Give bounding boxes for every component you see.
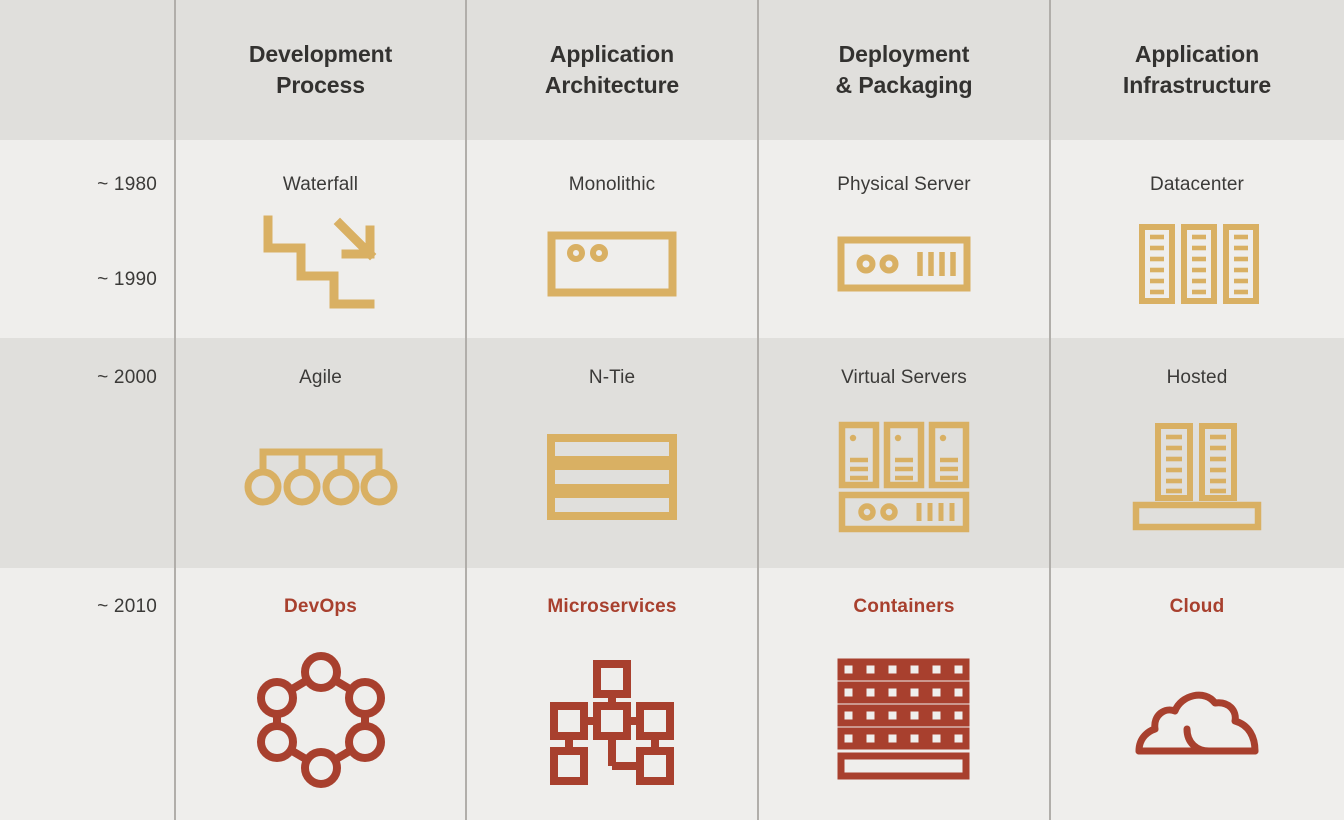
cell-virtual-servers[interactable]: Virtual Servers — [758, 338, 1050, 568]
monolith-box-icon — [466, 190, 758, 338]
header-corner-cell — [0, 0, 175, 140]
era-cell-2010s: ~ 2010 — [0, 568, 175, 820]
era-label: ~ 1980 — [97, 174, 157, 195]
cell-datacenter[interactable]: Datacenter — [1050, 140, 1344, 338]
cell-agile[interactable]: Agile — [175, 338, 466, 568]
cell-physical-server[interactable]: Physical Server — [758, 140, 1050, 338]
era-cell-1980s: ~ 1980 ~ 1990 — [0, 140, 175, 338]
hosted-racks-icon — [1050, 385, 1344, 568]
column-header-development-process: Development Process — [175, 0, 466, 140]
cell-waterfall[interactable]: Waterfall — [175, 140, 466, 338]
column-header-application-architecture: Application Architecture — [466, 0, 758, 140]
cell-label: Virtual Servers — [841, 367, 967, 388]
n-tier-layers-icon — [466, 385, 758, 568]
microservices-graph-icon — [466, 620, 758, 820]
cell-label: Microservices — [547, 596, 677, 617]
devops-hexagon-icon — [175, 620, 466, 820]
cell-label: Datacenter — [1150, 174, 1244, 195]
era-label: ~ 2010 — [97, 596, 157, 617]
cell-label: Physical Server — [837, 174, 971, 195]
era-cell-2000s: ~ 2000 — [0, 338, 175, 568]
cell-microservices[interactable]: Microservices — [466, 568, 758, 820]
column-header-label: Application Infrastructure — [1122, 41, 1272, 98]
era-label: ~ 1990 — [97, 269, 157, 290]
column-header-deployment-packaging: Deployment & Packaging — [758, 0, 1050, 140]
datacenter-racks-icon — [1050, 190, 1344, 338]
cell-label: Cloud — [1169, 596, 1225, 617]
cell-devops[interactable]: DevOps — [175, 568, 466, 820]
cell-n-tie[interactable]: N-Tie — [466, 338, 758, 568]
cell-label: Hosted — [1166, 367, 1228, 388]
containers-grid-icon — [758, 620, 1050, 820]
cell-label: Waterfall — [282, 174, 359, 195]
virtual-servers-icon — [758, 385, 1050, 568]
cell-hosted[interactable]: Hosted — [1050, 338, 1344, 568]
column-header-label: Development Process — [248, 41, 393, 98]
physical-server-icon — [758, 190, 1050, 338]
cell-label: N-Tie — [588, 367, 636, 388]
column-header-label: Deployment & Packaging — [835, 41, 973, 98]
cell-label: Agile — [299, 367, 342, 388]
waterfall-steps-icon — [175, 190, 466, 338]
column-header-label: Application Architecture — [544, 41, 680, 98]
cloud-icon — [1050, 620, 1344, 820]
cell-containers[interactable]: Containers — [758, 568, 1050, 820]
cell-cloud[interactable]: Cloud — [1050, 568, 1344, 820]
cell-label: DevOps — [283, 596, 357, 617]
era-label: ~ 2000 — [97, 367, 157, 388]
cell-label: Containers — [853, 596, 955, 617]
agile-nodes-icon — [175, 385, 466, 568]
cell-label: Monolithic — [568, 174, 656, 195]
column-header-application-infrastructure: Application Infrastructure — [1050, 0, 1344, 140]
cell-monolithic[interactable]: Monolithic — [466, 140, 758, 338]
